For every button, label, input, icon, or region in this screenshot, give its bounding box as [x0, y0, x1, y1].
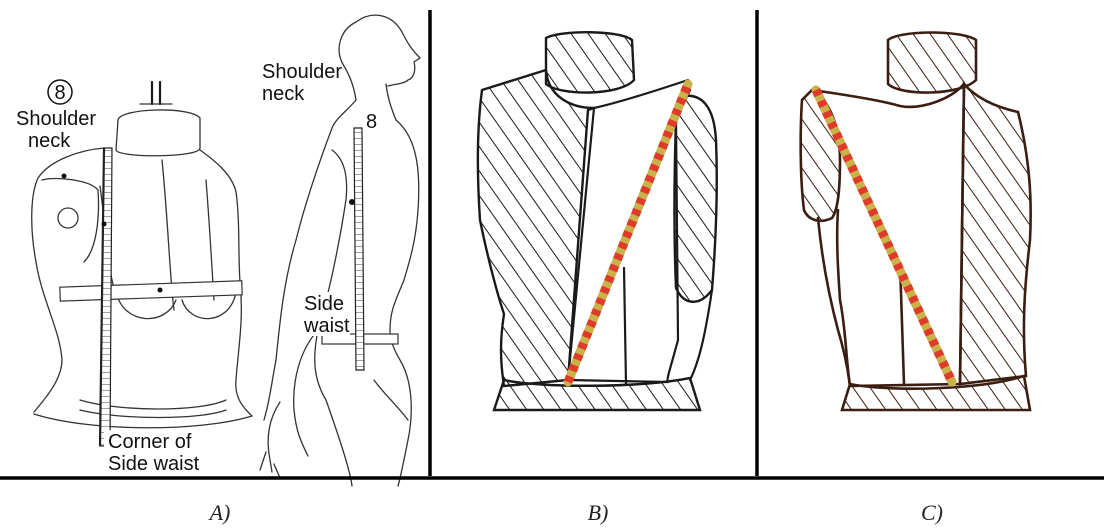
label-corner-of-side-waist-line2: Side waist: [108, 453, 200, 475]
measurement-number: 8: [54, 82, 65, 104]
label-shoulder-neck-front-line1: Shoulder: [16, 108, 96, 130]
label-side-waist-line2: waist: [303, 315, 350, 337]
panel-a: 8 Shoulder neck Corner of Side waist Sho…: [16, 15, 420, 486]
caption-b: B): [588, 500, 609, 525]
panel-c: [801, 33, 1031, 411]
label-corner-of-side-waist-line1: Corner of: [108, 431, 192, 453]
side-shoulder-tape: [354, 128, 364, 370]
caption-c: C): [921, 500, 943, 525]
label-side-waist-line1: Side: [304, 293, 344, 315]
label-shoulder-neck-side-line1: Shoulder: [262, 61, 342, 83]
side-measurement-number: 8: [366, 111, 377, 133]
label-shoulder-neck-side-line2: neck: [262, 83, 305, 105]
panel-b: [478, 32, 717, 410]
bust-tape: [60, 281, 242, 301]
label-shoulder-neck-front-line2: neck: [28, 130, 71, 152]
caption-a: A): [208, 500, 231, 525]
